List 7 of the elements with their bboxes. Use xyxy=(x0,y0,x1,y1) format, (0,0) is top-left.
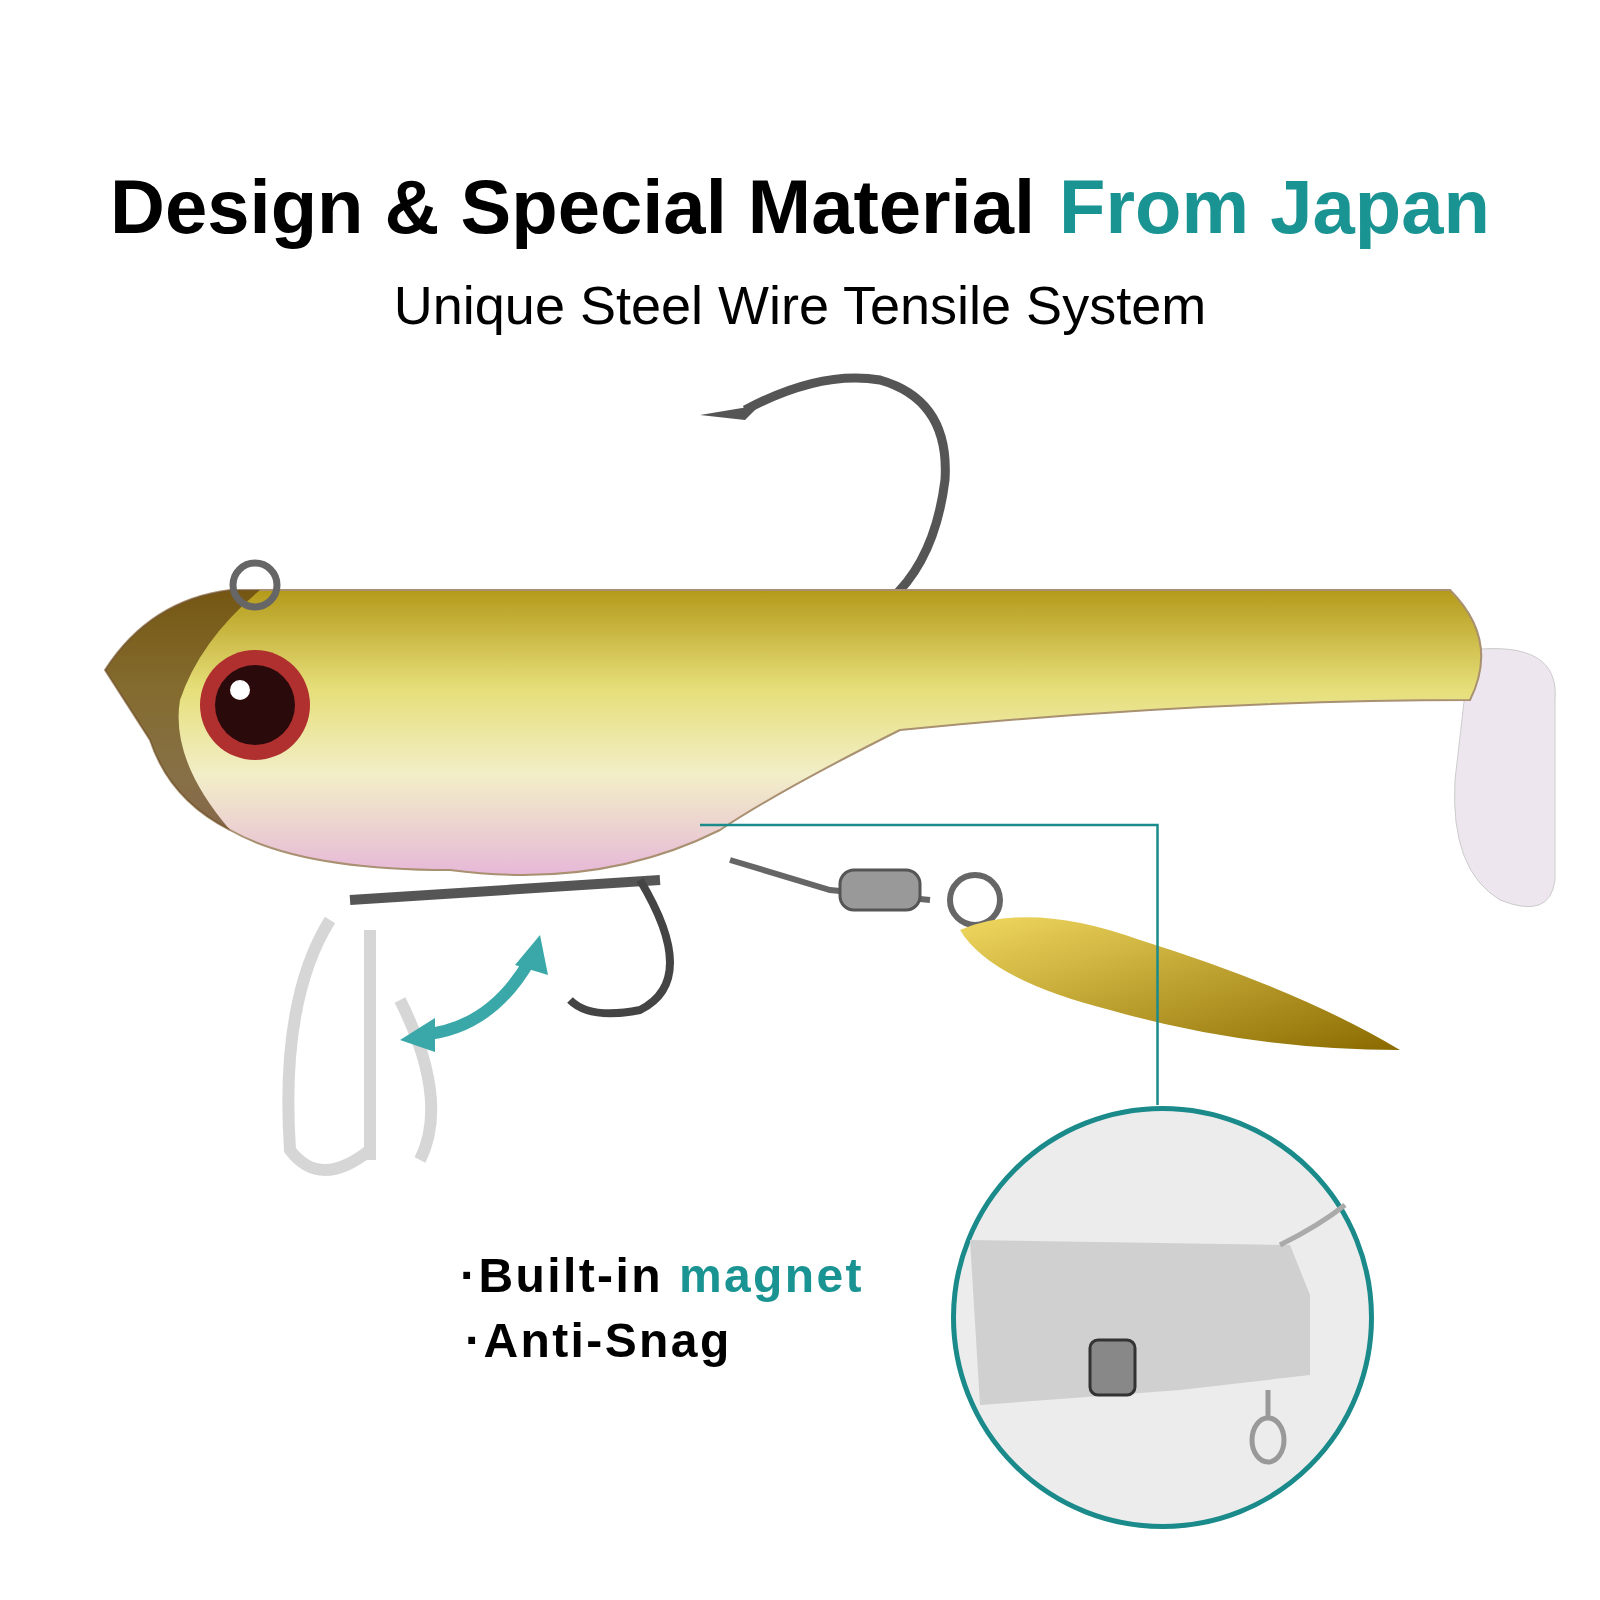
feature-text: ·Anti-Snag xyxy=(465,1314,732,1367)
title: Design & Special Material xyxy=(110,163,1036,251)
feature-text: ·Built-in xyxy=(460,1248,663,1304)
title-highlight: From Japan xyxy=(1059,163,1490,251)
subtitle: Unique Steel Wire Tensile System xyxy=(393,274,1207,337)
leader-line xyxy=(700,823,1159,1105)
feature-highlight: magnet xyxy=(678,1248,864,1304)
